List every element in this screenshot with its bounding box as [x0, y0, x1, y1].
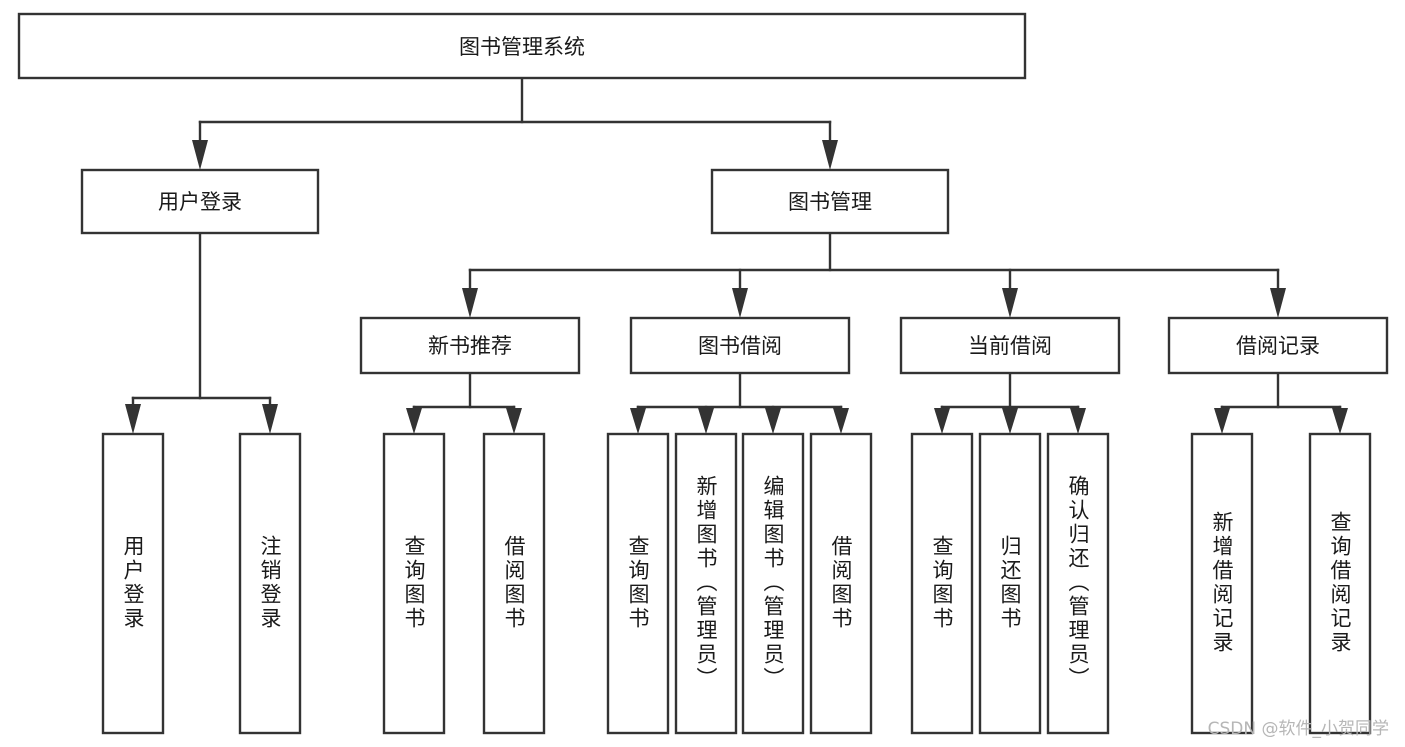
node-leaf-user-login-label: 用户登录	[121, 535, 145, 631]
node-leaf-query-record[interactable]: 查询借阅记录	[1308, 432, 1372, 735]
watermark: CSDN @软件_小贺同学	[1207, 719, 1389, 739]
node-leaf-borrow-book-1-box[interactable]	[482, 432, 546, 735]
node-leaf-confirm-return-box[interactable]	[1046, 432, 1110, 735]
node-leaf-return-book[interactable]: 归还图书	[978, 432, 1042, 735]
node-current-borrow-box[interactable]	[899, 316, 1121, 375]
arrow-head-leaf-edit-book	[765, 408, 781, 434]
node-user-login[interactable]: 用户登录	[80, 168, 320, 235]
node-leaf-user-login[interactable]: 用户登录	[101, 432, 165, 735]
node-borrow-record-box[interactable]	[1167, 316, 1389, 375]
node-root-label: 图书管理系统	[459, 35, 585, 59]
node-book-borrow[interactable]: 图书借阅	[629, 316, 851, 375]
connector-group-book-manage-to-level3	[462, 231, 1286, 318]
node-leaf-logout-box[interactable]	[238, 432, 302, 735]
arrow-head-leaf-return-book	[1002, 408, 1018, 434]
arrow-head-leaf-add-book	[698, 408, 714, 434]
node-leaf-borrow-book-1[interactable]: 借阅图书	[482, 432, 546, 735]
node-book-manage-label: 图书管理	[788, 190, 872, 214]
node-leaf-add-book-box[interactable]	[674, 432, 738, 735]
arrow-head-book-manage	[822, 140, 838, 170]
arrow-head-borrow-record	[1270, 288, 1286, 318]
node-leaf-return-book-box[interactable]	[978, 432, 1042, 735]
node-leaf-add-book-label: 新增图书（管理员）	[694, 475, 718, 691]
node-leaf-edit-book[interactable]: 编辑图书（管理员）	[741, 432, 805, 735]
node-user-login-box[interactable]	[80, 168, 320, 235]
node-leaf-borrow-book-2-label: 借阅图书	[829, 535, 853, 631]
node-leaf-borrow-book-1-label: 借阅图书	[502, 535, 526, 631]
node-leaf-query-record-label: 查询借阅记录	[1328, 511, 1352, 655]
node-leaf-add-record[interactable]: 新增借阅记录	[1190, 432, 1254, 735]
node-user-login-label: 用户登录	[158, 190, 242, 214]
node-leaf-query-book-1-label: 查询图书	[402, 535, 426, 631]
arrow-head-book-borrow	[732, 288, 748, 318]
node-leaf-logout-label: 注销登录	[258, 535, 282, 631]
node-leaf-borrow-book-2[interactable]: 借阅图书	[809, 432, 873, 735]
node-borrow-record[interactable]: 借阅记录	[1167, 316, 1389, 375]
arrow-head-leaf-logout	[262, 404, 278, 434]
node-current-borrow[interactable]: 当前借阅	[899, 316, 1121, 375]
arrow-head-leaf-borrow-book-1	[506, 408, 522, 434]
node-leaf-query-book-1[interactable]: 查询图书	[382, 432, 446, 735]
node-leaf-user-login-box[interactable]	[101, 432, 165, 735]
node-leaf-query-record-box[interactable]	[1308, 432, 1372, 735]
node-root-box[interactable]	[17, 12, 1027, 80]
arrow-head-new-book-rec	[462, 288, 478, 318]
node-book-manage[interactable]: 图书管理	[710, 168, 950, 235]
connector-group-root-to-level2	[192, 76, 838, 170]
node-leaf-query-book-2-box[interactable]	[606, 432, 670, 735]
arrow-head-user-login	[192, 140, 208, 170]
connector-group-new-book-rec-to-leaves	[406, 371, 522, 434]
arrow-head-leaf-add-record	[1214, 408, 1230, 434]
node-leaf-query-book-1-box[interactable]	[382, 432, 446, 735]
node-leaf-confirm-return-label: 确认归还（管理员）	[1066, 475, 1090, 691]
arrow-head-leaf-query-book-2	[630, 408, 646, 434]
arrow-head-leaf-borrow-book-2	[833, 408, 849, 434]
node-leaf-query-book-3-box[interactable]	[910, 432, 974, 735]
arrow-head-leaf-query-book-3	[934, 408, 950, 434]
node-current-borrow-label: 当前借阅	[968, 334, 1052, 358]
node-book-borrow-label: 图书借阅	[698, 334, 782, 358]
node-leaf-edit-book-box[interactable]	[741, 432, 805, 735]
node-leaf-return-book-label: 归还图书	[998, 535, 1022, 631]
arrow-head-current-borrow	[1002, 288, 1018, 318]
connector-group-user-login-to-leaves	[125, 231, 278, 434]
connector-group-current-borrow-to-leaves	[934, 371, 1086, 434]
connector-group-borrow-record-to-leaves	[1214, 371, 1348, 434]
node-root[interactable]: 图书管理系统	[17, 12, 1027, 80]
node-leaf-query-book-2-label: 查询图书	[626, 535, 650, 631]
node-borrow-record-label: 借阅记录	[1236, 334, 1320, 358]
node-leaf-add-record-label: 新增借阅记录	[1210, 511, 1234, 655]
node-leaf-add-record-box[interactable]	[1190, 432, 1254, 735]
node-book-borrow-box[interactable]	[629, 316, 851, 375]
node-new-book-rec-label: 新书推荐	[428, 334, 512, 358]
arrow-head-leaf-confirm-return	[1070, 408, 1086, 434]
node-new-book-rec[interactable]: 新书推荐	[359, 316, 581, 375]
node-leaf-logout[interactable]: 注销登录	[238, 432, 302, 735]
node-leaf-query-book-3-label: 查询图书	[930, 535, 954, 631]
node-leaf-query-book-3[interactable]: 查询图书	[910, 432, 974, 735]
node-new-book-rec-box[interactable]	[359, 316, 581, 375]
node-leaf-borrow-book-2-box[interactable]	[809, 432, 873, 735]
node-leaf-add-book[interactable]: 新增图书（管理员）	[674, 432, 738, 735]
arrow-head-leaf-query-record	[1332, 408, 1348, 434]
node-book-manage-box[interactable]	[710, 168, 950, 235]
arrow-head-leaf-user-login	[125, 404, 141, 434]
arrow-head-leaf-query-book-1	[406, 408, 422, 434]
node-leaf-confirm-return[interactable]: 确认归还（管理员）	[1046, 432, 1110, 735]
node-leaf-edit-book-label: 编辑图书（管理员）	[761, 475, 785, 691]
node-leaf-query-book-2[interactable]: 查询图书	[606, 432, 670, 735]
connector-group-book-borrow-to-leaves	[630, 371, 849, 434]
